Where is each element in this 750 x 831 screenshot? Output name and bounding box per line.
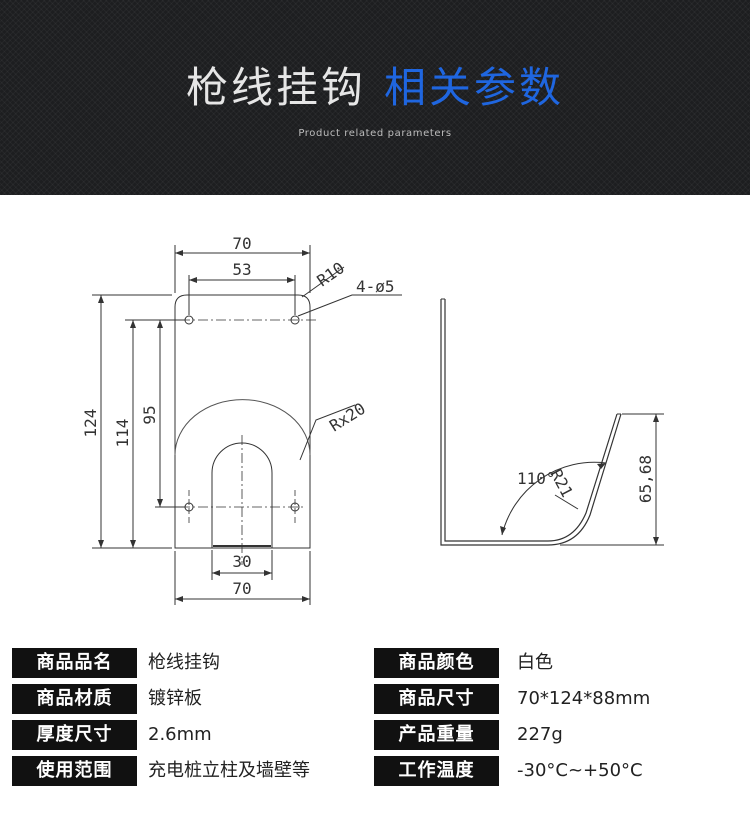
spec-label-weight: 产品重量 [374,720,499,750]
spec-value-weight: 227g [517,724,563,745]
dim-height-114: 114 [113,419,132,448]
spec-label-usage: 使用范围 [12,756,137,786]
spec-value-usage: 充电桩立柱及墙壁等 [148,760,310,781]
title-accent: 相关参数 [384,63,565,112]
spec-label-temperature: 工作温度 [374,756,499,786]
spec-row: 使用范围 充电桩立柱及墙壁等 工作温度 -30°C~+50°C [12,756,738,792]
dim-width-bottom: 70 [232,579,251,598]
dim-width-top: 70 [232,234,251,253]
dim-slot-width: 30 [232,552,251,571]
technical-drawing: 70 53 R10 4-ø5 124 114 95 Rx20 30 70 110… [81,234,664,605]
front-view-outline [174,294,311,549]
spec-label-thickness: 厚度尺寸 [12,720,137,750]
page-title: 枪线挂钩相关参数 [0,60,750,116]
spec-value-name: 枪线挂钩 [148,652,220,673]
spec-row: 厚度尺寸 2.6mm 产品重量 227g [12,720,738,756]
header-banner: 枪线挂钩相关参数 Product related parameters [0,0,750,195]
spec-row: 商品材质 镀锌板 商品尺寸 70*124*88mm [12,684,738,720]
spec-label-size: 商品尺寸 [374,684,499,714]
spec-label-color: 商品颜色 [374,648,499,678]
spec-table: 商品品名 枪线挂钩 商品颜色 白色 商品材质 镀锌板 商品尺寸 70*124*8… [12,648,738,792]
dim-angle: 110° [517,469,556,488]
spec-value-material: 镀锌板 [148,688,202,709]
dim-side-height: 65,68 [636,455,655,503]
spec-value-temperature: -30°C~+50°C [517,760,643,781]
spec-row: 商品品名 枪线挂钩 商品颜色 白色 [12,648,738,684]
spec-label-name: 商品品名 [12,648,137,678]
spec-label-material: 商品材质 [12,684,137,714]
dim-height-total: 124 [81,409,100,438]
dim-holes: 4-ø5 [356,277,395,296]
title-main: 枪线挂钩 [185,63,366,112]
dim-slot-radius: Rx20 [326,399,369,436]
spec-value-thickness: 2.6mm [148,724,212,745]
spec-value-color: 白色 [517,652,553,673]
spec-value-size: 70*124*88mm [517,688,651,709]
page-subtitle: Product related parameters [298,128,452,139]
slot-outer-arch [174,399,311,456]
side-view-profile [440,299,622,546]
dim-height-95: 95 [140,405,159,424]
dim-hole-spacing: 53 [232,260,251,279]
